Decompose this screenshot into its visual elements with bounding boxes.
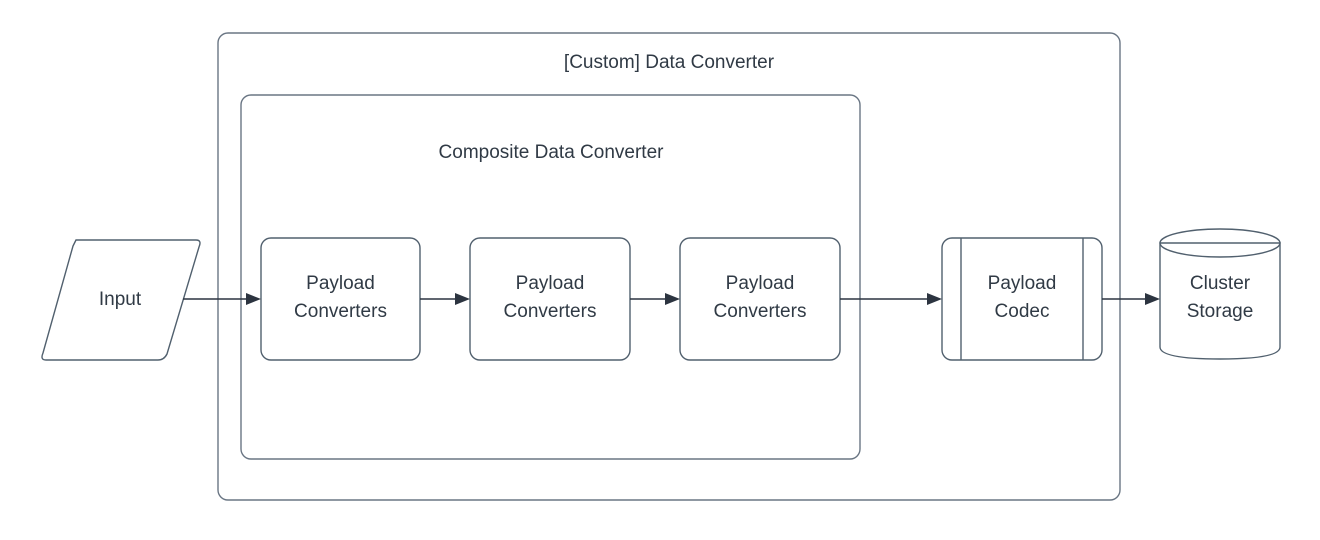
arrow-head-icon xyxy=(246,293,261,305)
payload-converters-2-label-line2: Converters xyxy=(504,301,597,322)
cluster-storage-body[interactable] xyxy=(1159,242,1281,360)
connector-codec-to-cluster-storage xyxy=(1102,293,1160,305)
payload-converters-3-label-line1: Payload xyxy=(726,273,795,294)
input-parallelogram[interactable] xyxy=(41,239,201,361)
composite-data-converter-box[interactable] xyxy=(240,94,861,460)
custom-data-converter-label: [Custom] Data Converter xyxy=(564,52,775,73)
input-label: Input xyxy=(99,289,142,310)
cluster-storage-label-line2: Storage xyxy=(1187,301,1254,322)
composite-data-converter-label: Composite Data Converter xyxy=(439,142,665,163)
connector-payload-converters-2-to-3 xyxy=(630,293,680,305)
payload-converters-1-label-line1: Payload xyxy=(306,273,375,294)
connector-payload-converters-1-to-2 xyxy=(420,293,470,305)
arrow-head-icon xyxy=(665,293,680,305)
cluster-storage-label-line1: Cluster xyxy=(1190,273,1251,294)
cluster-storage-top-ellipse xyxy=(1159,228,1281,258)
node-input[interactable]: Input xyxy=(41,239,201,361)
node-payload-converters-1[interactable]: Payload Converters xyxy=(260,237,421,361)
connector-payload-converters-3-to-codec xyxy=(840,293,942,305)
payload-codec-label-line1: Payload xyxy=(988,273,1057,294)
arrow-head-icon xyxy=(1145,293,1160,305)
payload-converters-2-label-line1: Payload xyxy=(516,273,585,294)
arrow-head-icon xyxy=(927,293,942,305)
connector-input-to-payload-converters-1 xyxy=(183,293,261,305)
payload-converters-3-label-line2: Converters xyxy=(714,301,807,322)
container-composite-data-converter[interactable]: Composite Data Converter xyxy=(240,94,861,460)
node-cluster-storage[interactable]: Cluster Storage xyxy=(1159,228,1281,360)
arrow-head-icon xyxy=(455,293,470,305)
payload-codec-label-line2: Codec xyxy=(995,301,1050,322)
payload-converters-1-label-line2: Converters xyxy=(294,301,387,322)
